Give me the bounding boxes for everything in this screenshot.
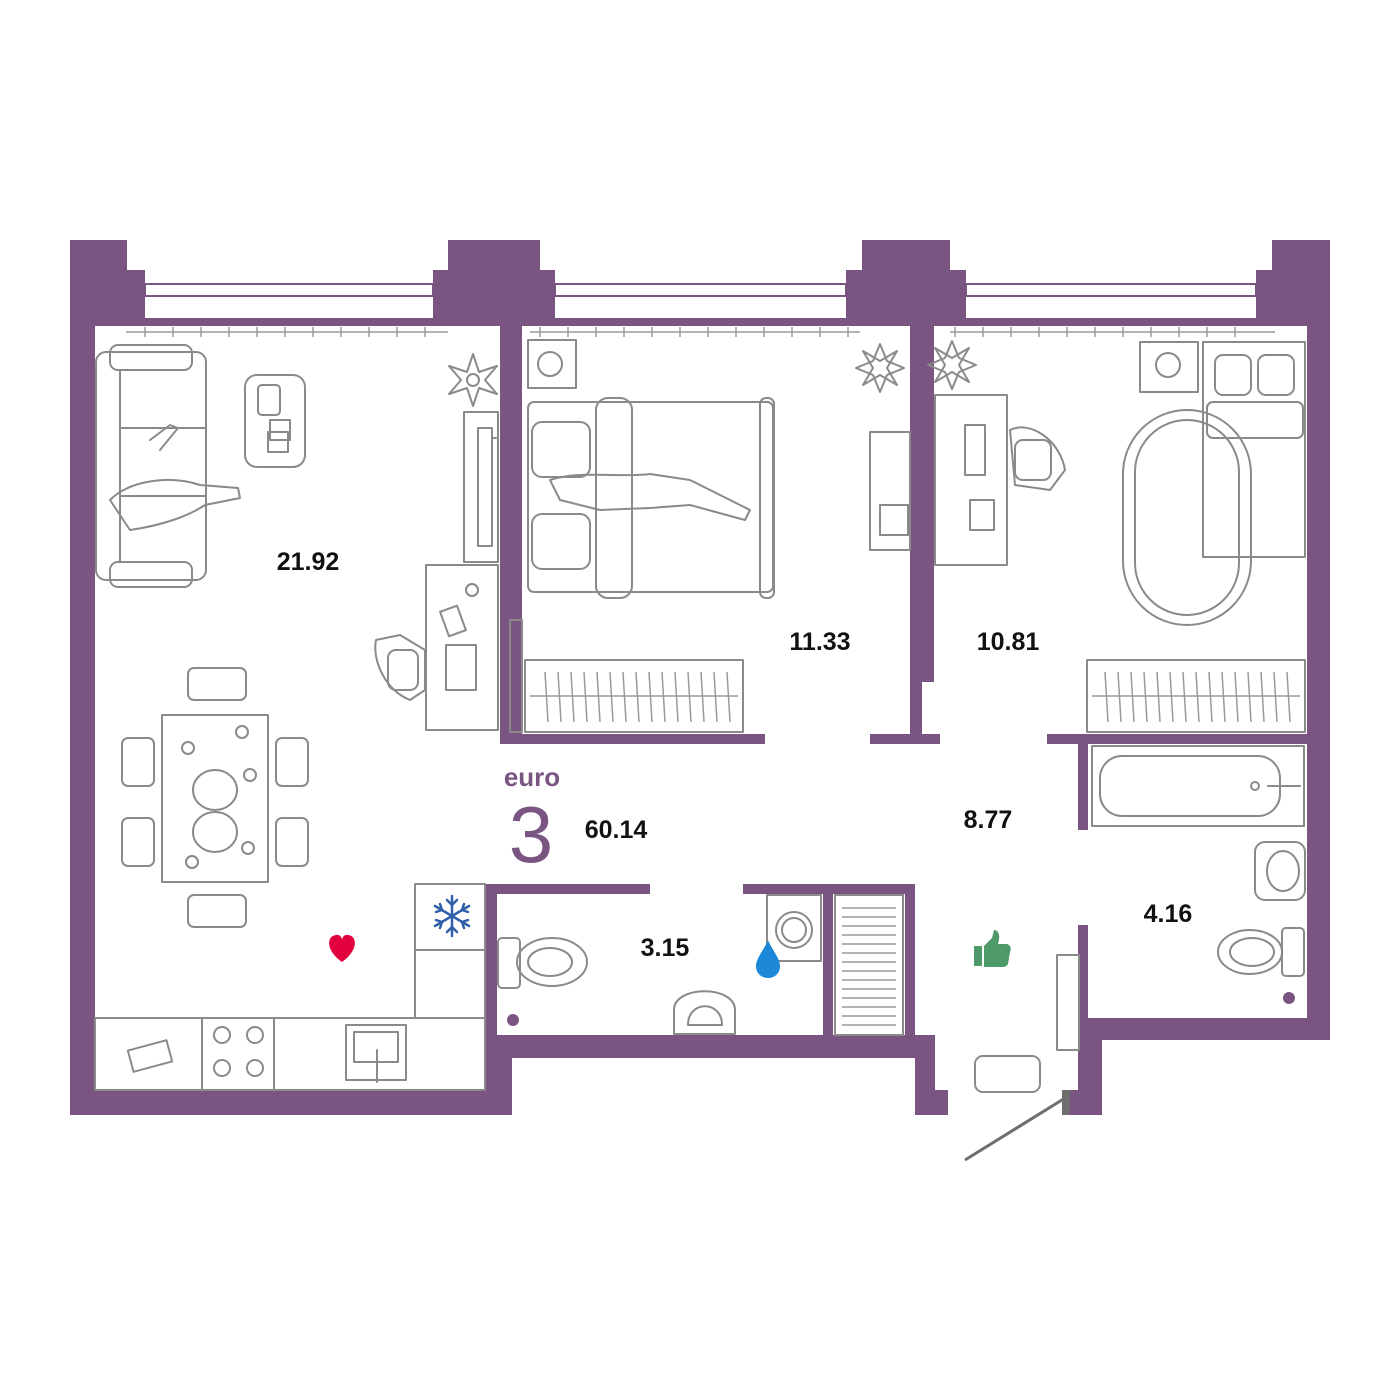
wardrobe-bedroom xyxy=(524,659,744,733)
hall-area-label: 8.77 xyxy=(964,806,1013,834)
toilet-room-sink xyxy=(673,990,736,1035)
desk-living xyxy=(374,564,499,731)
washer-box-bedroom xyxy=(527,339,577,389)
toilet-area-label: 3.15 xyxy=(641,934,690,962)
hall-rug xyxy=(974,1055,1041,1093)
snowflake-icon xyxy=(433,894,471,938)
dining-table xyxy=(121,667,309,928)
coffee-table xyxy=(244,374,306,468)
hall-shoe-rack xyxy=(1056,954,1080,1051)
bed-bedroom2 xyxy=(1122,341,1306,626)
bathroom-area-label: 4.16 xyxy=(1144,900,1193,928)
windows xyxy=(144,283,1257,297)
bathroom-toilet xyxy=(1217,927,1305,977)
toilet-room-toilet xyxy=(497,937,588,989)
thumbs-up-icon xyxy=(974,930,1011,967)
kitchen-counter xyxy=(94,883,486,1091)
second-bedroom-area-label: 10.81 xyxy=(977,628,1040,656)
living-room-area-label: 21.92 xyxy=(277,548,340,576)
water-drop-icon xyxy=(756,940,780,978)
walls xyxy=(70,240,1330,1162)
rooms-count-label: 3 xyxy=(509,790,554,879)
heart-icon xyxy=(329,934,355,962)
wardrobe-bedroom2 xyxy=(1086,659,1306,733)
bed-bedroom xyxy=(527,397,775,599)
desk-bedroom xyxy=(869,431,911,551)
plant-bedroom xyxy=(855,343,905,393)
storage-shelves xyxy=(834,894,904,1036)
sofa xyxy=(95,344,241,588)
plant-bedroom2 xyxy=(927,340,977,390)
bedroom-area-label: 11.33 xyxy=(789,628,850,656)
total-area-label: 60.14 xyxy=(585,816,648,844)
washing-machine xyxy=(766,894,822,962)
bathroom-sink xyxy=(1254,841,1306,901)
tv-unit xyxy=(463,411,499,563)
curtain-rails xyxy=(126,327,1275,337)
desk-bedroom2 xyxy=(934,394,1066,566)
bathtub xyxy=(1091,745,1305,827)
plant-living xyxy=(448,353,498,407)
apartment-type-label: euro xyxy=(504,762,560,792)
